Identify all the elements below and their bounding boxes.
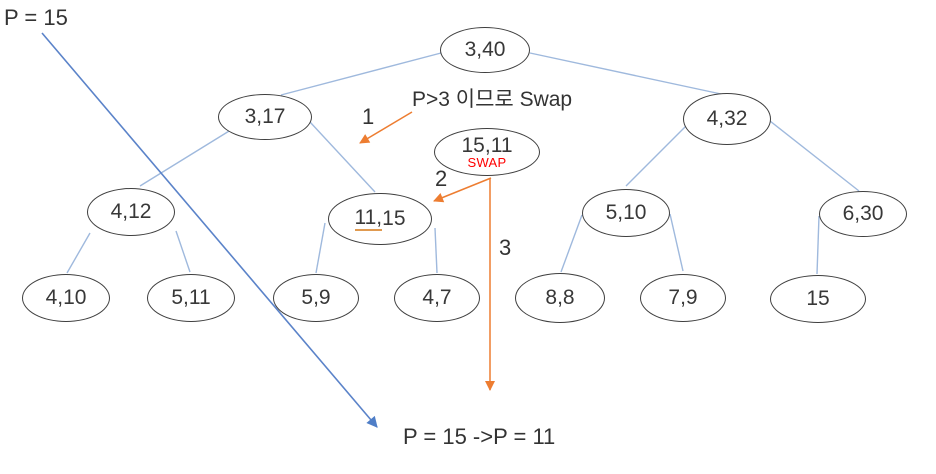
node-label: 4,32: [706, 106, 748, 130]
node-label: 8,8: [545, 285, 575, 309]
edge-11,15-4,7: [434, 227, 438, 274]
tree-node-3-17: 3,17: [218, 94, 312, 140]
step-3-number: 3: [499, 235, 512, 260]
step-2-number: 2: [435, 166, 448, 191]
edge-3,40-4,32: [529, 52, 722, 95]
node-label: 5,11: [171, 285, 211, 309]
tree-node-5-10: 5,10: [582, 189, 670, 237]
node-label: 5,9: [301, 285, 331, 309]
node-label: 4,12: [110, 199, 152, 223]
tree-node-15: 15: [770, 275, 866, 323]
tree-node-4-12: 4,12: [87, 188, 175, 236]
edge-4,32-5,10: [625, 125, 687, 187]
tree-node-5-11: 5,11: [147, 274, 235, 322]
node-label: 4,10: [45, 285, 87, 309]
tree-node-5-9: 5,9: [273, 274, 359, 322]
tree-node-8-8: 8,8: [515, 273, 605, 323]
node-label: 7,9: [668, 285, 698, 309]
edge-3,17-4,12: [139, 127, 235, 187]
tree-node-15-11: 15,11 SWAP: [434, 128, 540, 176]
pointer-start-label: P = 15: [4, 5, 68, 30]
edge-3,17-11,15: [309, 121, 376, 193]
edge-4,12-4,10: [66, 232, 91, 274]
node-label: 15,11: [461, 133, 513, 157]
tree-node-4-7: 4,7: [394, 274, 480, 322]
tree-node-11-15: 11,15: [328, 193, 432, 245]
swap-tag: SWAP: [467, 154, 507, 170]
node-label: 15: [806, 286, 830, 310]
edge-11,15-5,9: [315, 222, 326, 274]
node-label: 3,17: [244, 104, 286, 128]
edge-4,32-6,30: [769, 120, 860, 192]
step-1-number: 1: [362, 104, 375, 129]
tree-node-4-32: 4,32: [683, 93, 771, 145]
tree-node-6-30: 6,30: [819, 191, 907, 237]
edge-5,10-8,8: [560, 214, 583, 273]
node-label: 3,40: [464, 37, 506, 61]
swap-note-label: P>3 이므로 Swap: [412, 88, 573, 111]
edge-4,12-5,11: [175, 230, 191, 273]
tree-node-3-40: 3,40: [440, 27, 530, 73]
node-label: 5,10: [605, 200, 647, 224]
step-1-arrow: [359, 111, 413, 144]
node-label: 4,7: [422, 285, 452, 309]
tree-node-7-9: 7,9: [640, 274, 726, 322]
result-label: P = 15 ->P = 11: [403, 424, 556, 449]
pointer-trajectory-arrow: [41, 32, 378, 428]
node-label-rest: 15: [382, 206, 406, 230]
edge-6,30-15: [816, 215, 820, 275]
edge-5,10-7,9: [669, 213, 684, 272]
step-2-arrow: [433, 177, 492, 203]
node-label-underlined-part: 11,: [354, 206, 383, 232]
tree-node-4-10: 4,10: [22, 274, 110, 322]
edge-3,40-3,17: [280, 52, 442, 96]
node-label: 6,30: [842, 201, 884, 225]
